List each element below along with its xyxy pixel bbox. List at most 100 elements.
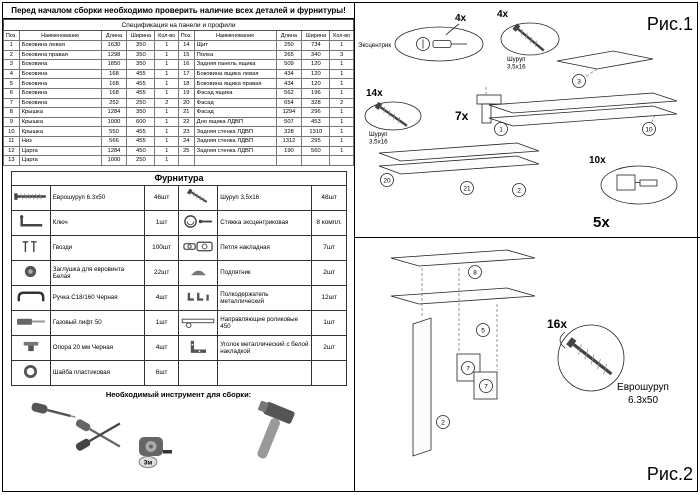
part-number-7b: 7 <box>484 383 488 390</box>
spec-cell: 1298 <box>100 49 128 61</box>
spec-cell: Боковина правая <box>18 49 102 61</box>
spec-cell: 350 <box>126 49 156 61</box>
part-balloons: 3 1 10 20 21 2 <box>380 74 656 197</box>
spec-cell: 250 <box>275 40 303 51</box>
spec-cell: 1 <box>154 155 179 166</box>
spec-cell: 455 <box>126 78 156 89</box>
figures-panel: Рис.1 4x Эксцентрик 4x <box>355 3 700 491</box>
hardware-qty: 6шт <box>143 359 180 386</box>
nails-icon <box>11 234 51 261</box>
screw-callout-top: 4x Шуруп 3,5x16 <box>497 9 560 71</box>
spec-cell: 22 <box>177 116 195 128</box>
washer-icon <box>11 359 51 386</box>
spec-cell: 5 <box>3 78 20 89</box>
gas-lift-icon <box>11 309 51 336</box>
spec-cell: Задняя стенка ЛДВП <box>193 135 277 147</box>
spec-cell: 1000 <box>100 116 128 128</box>
spec-cell: 13 <box>3 155 20 166</box>
spec-cell: 120 <box>301 78 331 89</box>
spec-cell: 1 <box>329 135 354 147</box>
exploded-panels <box>378 50 678 175</box>
part-number-2: 2 <box>517 187 521 194</box>
spec-cell: 434 <box>275 78 303 89</box>
tools-icons: 3м <box>31 400 295 468</box>
spec-cell: 1 <box>154 107 179 118</box>
spec-cell: 14 <box>177 40 195 51</box>
joint-detail-7x: 7x <box>455 87 502 124</box>
support-icon <box>11 334 51 361</box>
part-number-1: 1 <box>499 126 503 133</box>
hardware-qty: 1шт <box>143 309 180 336</box>
spec-cell: 350 <box>126 40 156 51</box>
part-number-7a: 7 <box>466 365 470 372</box>
spec-cell: 600 <box>126 116 156 128</box>
spec-cell: 9 <box>3 116 20 128</box>
spec-cell: 120 <box>301 59 331 70</box>
spec-cell: Щит <box>193 40 277 51</box>
page-title: Перед началом сборки необходимо проверит… <box>3 3 354 19</box>
screw-top-qty: 4x <box>497 9 509 20</box>
spec-cell: 509 <box>275 59 303 70</box>
spec-cell: 168 <box>100 68 128 80</box>
drawer-slide-icon <box>178 309 219 336</box>
part-number-10: 10 <box>645 126 653 133</box>
cam-lock-icon <box>178 209 219 236</box>
spec-header-cell: Поз. <box>177 30 195 41</box>
spec-cell: 23 <box>177 126 195 137</box>
hardware-qty: 100шт <box>143 234 180 261</box>
spec-cell: 17 <box>177 68 195 80</box>
hardware-name <box>217 359 313 386</box>
spec-cell: 250 <box>126 155 156 166</box>
spec-cell: 196 <box>301 87 331 99</box>
spec-cell: Боковина <box>18 87 102 99</box>
spec-cell: 2 <box>154 97 179 109</box>
part-number-21: 21 <box>463 185 471 192</box>
tools-section: Необходимый инструмент для сборки: <box>3 386 354 491</box>
part-number-5: 5 <box>481 327 485 334</box>
spec-cell: 1 <box>154 49 179 61</box>
spec-cell: 7 <box>3 97 20 109</box>
part-number-20: 20 <box>383 177 391 184</box>
spec-cell: 560 <box>301 145 331 157</box>
spec-cell: Крышка <box>18 116 102 128</box>
spec-cell: Боковина левая <box>18 40 102 51</box>
spec-cell: 1 <box>154 87 179 99</box>
spec-cell: 1 <box>154 68 179 80</box>
plug-cap-icon <box>11 259 51 286</box>
hardware-qty: 1шт <box>143 209 180 236</box>
spec-cell: 350 <box>126 59 156 70</box>
spec-cell: Царга <box>18 145 102 157</box>
spec-cell: 1284 <box>100 145 128 157</box>
spec-cell: 15 <box>177 49 195 61</box>
tape-measure-icon: 3м <box>138 436 172 468</box>
corner-bracket-icon <box>178 334 219 361</box>
fig2-drawing: 8 5 7 7 2 16x <box>390 249 693 484</box>
spec-cell: 1 <box>329 40 354 51</box>
spec-cell: 295 <box>301 135 331 147</box>
spec-cell: 168 <box>100 78 128 89</box>
parts-panel: Перед началом сборки необходимо проверит… <box>3 3 355 491</box>
spec-cell: 6 <box>3 87 20 99</box>
hardware-name: Полкодержатель металлический <box>217 284 313 311</box>
spec-cell: 1312 <box>275 135 303 147</box>
spec-table-title: Спецификация на панели и профили <box>3 19 354 31</box>
hardware-name: Петля накладная <box>217 234 313 261</box>
hardware-qty: 4шт <box>143 334 180 361</box>
spec-cell: 1 <box>329 87 354 99</box>
cam-name-label: Эксцентрик <box>358 42 391 49</box>
spec-cell: Полка <box>193 49 277 61</box>
spec-cell: 24 <box>177 135 195 147</box>
hardware-qty: 2шт <box>311 259 347 286</box>
spec-cell: 328 <box>301 97 331 109</box>
hardware-qty <box>311 359 347 386</box>
